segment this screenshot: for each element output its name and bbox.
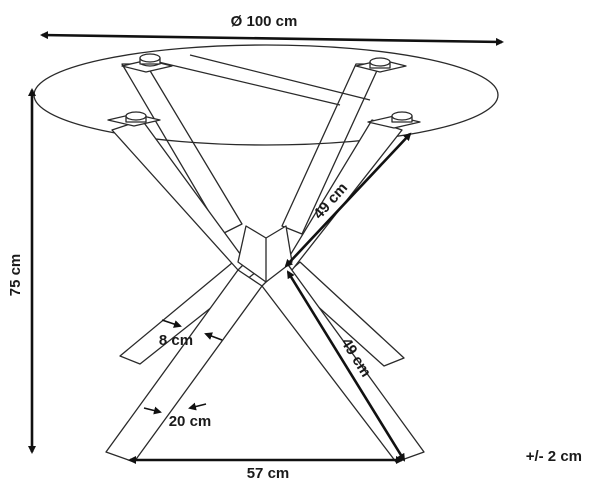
- glass-tabletop: [33, 44, 499, 146]
- tolerance-label: +/- 2 cm: [526, 448, 582, 465]
- front-left-lower-leg: [105, 269, 263, 463]
- height-label: 75 cm: [7, 254, 24, 297]
- base-span-label: 57 cm: [247, 465, 290, 482]
- mount-front-left: [107, 111, 161, 127]
- width-arrow-left: [143, 406, 162, 415]
- diameter-label: Ø 100 cm: [231, 13, 298, 30]
- mount-back-right: [355, 57, 407, 73]
- glass-reflection: [149, 59, 341, 106]
- width-arrow-right: [188, 402, 207, 411]
- lower-leg-arrow: [286, 270, 406, 462]
- leg-mounts: [107, 53, 421, 129]
- mount-front-right: [367, 111, 421, 129]
- mount-back-left: [121, 53, 173, 73]
- upper-leg-arrow: [284, 132, 412, 268]
- thickness-arrow-left: [161, 319, 182, 328]
- diameter-arrow: [40, 31, 504, 46]
- thickness-label: 8 cm: [159, 332, 193, 349]
- tabletop-outline: [33, 44, 499, 146]
- glass-reflection: [189, 54, 371, 101]
- width-label: 20 cm: [169, 413, 212, 430]
- dimension-lines: [28, 31, 504, 464]
- thickness-arrow-right: [204, 332, 223, 341]
